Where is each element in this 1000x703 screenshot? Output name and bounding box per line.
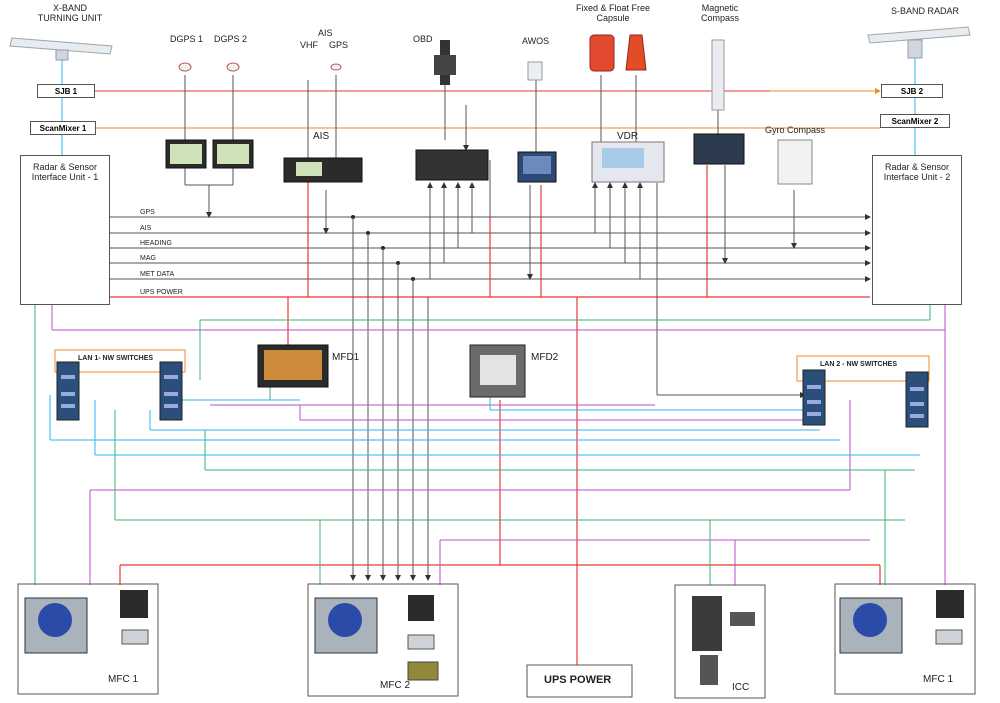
mfd1-display-icon [257, 344, 329, 388]
awos-sensor-icon [517, 61, 557, 183]
bus-label-heading: HEADING [140, 240, 172, 247]
bus-label-ups: UPS POWER [140, 289, 183, 296]
mfc2-frame [307, 583, 459, 697]
sjb2-box: SJB 2 [881, 84, 943, 98]
ais-unit-label: AIS [313, 131, 330, 142]
bus-label-ais: AIS [140, 225, 152, 232]
capsule-label: Fixed & Float Free Capsule [575, 3, 651, 23]
gps-label: GPS [329, 40, 349, 50]
obd-label: OBD [413, 34, 433, 44]
lan1-switch-a [56, 361, 80, 421]
mfc2-label: MFC 2 [380, 680, 410, 691]
sband-antenna-icon [867, 26, 971, 59]
ups-frame [526, 664, 633, 698]
gyro-compass-icon [777, 139, 813, 185]
rsiu2-label: Radar & Sensor Interface Unit - 2 [883, 162, 951, 182]
bus-label-met: MET DATA [140, 271, 175, 278]
ais-antenna-label: AIS [318, 28, 333, 38]
vdr-capsule-icon [589, 34, 647, 72]
obd-device-icon [415, 40, 489, 181]
rsiu1-label: Radar & Sensor Interface Unit - 1 [31, 162, 99, 182]
icc-frame [674, 584, 766, 699]
bus-label-mag: MAG [140, 255, 156, 262]
lan2-switch-a [802, 369, 826, 426]
scanmixer1-box: ScanMixer 1 [30, 121, 96, 135]
mfc1-right-frame [834, 583, 976, 695]
mfc1-right-label: MFC 1 [923, 674, 953, 685]
lan1-label: LAN 1- NW SWITCHES [78, 355, 154, 362]
lan2-frame [796, 355, 930, 382]
ups-label: UPS POWER [544, 674, 612, 686]
chair-icon [692, 596, 755, 685]
bus-label-gps: GPS [140, 209, 155, 216]
mfd1-label: MFD1 [332, 352, 360, 363]
dgps-display-icon [165, 139, 254, 169]
sband-title: S-BAND RADAR [890, 6, 959, 16]
ais-transponder-icon [283, 157, 363, 183]
icc-label: ICC [732, 682, 750, 693]
xband-antenna-icon [9, 37, 113, 61]
mfc1-left-frame [17, 583, 159, 695]
rsiu1-box: Radar & Sensor Interface Unit - 1 [20, 155, 110, 305]
vhf-label: VHF [300, 40, 318, 50]
lan1-switch-b [159, 361, 183, 421]
mfd2-label: MFD2 [531, 352, 559, 363]
vdr-unit-icon [591, 141, 665, 183]
awos-label: AWOS [522, 36, 550, 46]
sjb1-box: SJB 1 [37, 84, 95, 98]
scanmixer2-box: ScanMixer 2 [880, 114, 950, 128]
vdr-label: VDR [617, 131, 639, 142]
dgps1-label: DGPS 1 [170, 34, 204, 44]
lan2-label: LAN 2 - NW SWITCHES [820, 361, 897, 368]
lan2-switch-b [905, 371, 929, 428]
xband-title: X-BAND TURNING UNIT [37, 3, 103, 23]
console-icon [24, 590, 964, 681]
rsiu2-box: Radar & Sensor Interface Unit - 2 [872, 155, 962, 305]
mfc1-left-label: MFC 1 [108, 674, 138, 685]
dgps2-label: DGPS 2 [214, 34, 248, 44]
compass-icon [693, 39, 745, 165]
gyro-label: Gyro Compass [765, 125, 826, 135]
lan1-frame [54, 349, 186, 373]
magnetic-compass-label: Magnetic Compass [700, 3, 739, 23]
mfd2-display-icon [469, 344, 526, 398]
gps-antenna-icon [178, 62, 342, 72]
